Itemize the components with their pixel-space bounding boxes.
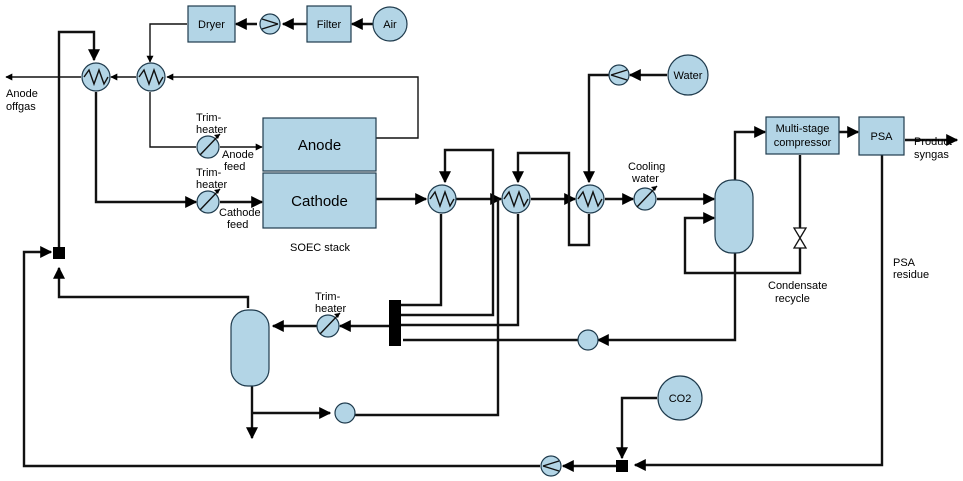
hx2-to-anode-trim-line <box>149 92 196 148</box>
separator-pump-icon <box>577 329 599 351</box>
psa-box <box>858 116 905 156</box>
product-syngas-label-line2: syngas <box>914 149 949 161</box>
hx5-loop-line <box>512 151 591 247</box>
compressor-label-line1: Multi-stage <box>776 123 830 135</box>
heat-exchanger-4-icon <box>501 184 531 214</box>
soec-stack-label: SOEC stack <box>290 242 350 254</box>
psa-residue-label-line1: PSA <box>893 257 916 269</box>
cathode-trim-heater-label-line1: Trim- <box>196 167 222 179</box>
main-mixer-node <box>53 247 65 259</box>
condensate-recycle-label-line1: Condensate <box>768 280 827 292</box>
dryer-box <box>187 5 236 43</box>
separator-to-compressor-line <box>733 126 767 180</box>
water-label: Water <box>674 70 703 82</box>
air-pump-icon <box>259 13 281 35</box>
anode-offgas-label-line1: Anode <box>6 88 38 100</box>
drum-trim-heater-label-line1: Trim- <box>315 291 341 303</box>
cathode-block <box>262 172 377 229</box>
pump-to-hx5-line <box>583 73 612 184</box>
cooler-icon <box>633 185 658 211</box>
separator-vessel <box>714 179 754 254</box>
psa-label: PSA <box>870 131 893 143</box>
anode-block <box>262 117 377 172</box>
condensate-recycle-line <box>683 212 802 275</box>
co2-mixer-node <box>616 460 628 472</box>
air-source-circle <box>372 6 408 42</box>
dryer-to-hx2-line <box>146 23 187 63</box>
compressor-label-line2: compressor <box>774 137 832 149</box>
co2-label: CO2 <box>669 393 692 405</box>
drum-bottoms-pump-icon <box>334 402 356 424</box>
anode-feed-label-line2: feed <box>224 161 245 173</box>
co2-feed-line <box>616 396 657 460</box>
cooling-water-label-line1: Cooling <box>628 161 665 173</box>
product-syngas-label-line1: Product <box>914 136 952 148</box>
anode-feed-label-line1: Anode <box>222 149 254 161</box>
water-pump-icon <box>608 64 630 86</box>
manifold-node <box>389 300 401 346</box>
cathode-trim-heater-icon <box>196 188 221 214</box>
hx3-loop-line <box>398 148 495 317</box>
heat-exchanger-1-icon <box>81 62 111 92</box>
drum-to-mixer-line <box>53 266 250 308</box>
cathode-trim-heater-label-line2: heater <box>196 179 228 191</box>
hx4-to-mixer-line <box>398 214 520 327</box>
compressor-box <box>765 116 840 155</box>
drum-trim-heater-label-line2: heater <box>315 303 347 315</box>
cathode-label: Cathode <box>291 193 348 210</box>
dryer-label: Dryer <box>198 19 225 31</box>
heat-exchanger-3-icon <box>427 184 457 214</box>
anode-trim-heater-label-line1: Trim- <box>196 112 222 124</box>
drum-trim-heater-icon <box>316 312 341 338</box>
air-label: Air <box>383 19 397 31</box>
water-source-circle <box>667 54 709 96</box>
psa-residue-line <box>633 155 884 471</box>
cathode-feed-label-line2: feed <box>227 219 248 231</box>
recycle-return-line <box>22 246 540 468</box>
filter-label: Filter <box>317 19 342 31</box>
anode-offgas-label-line2: offgas <box>6 101 36 113</box>
hx4-down-line <box>355 199 500 417</box>
flash-drum-vessel <box>230 309 270 387</box>
recycle-pump-icon <box>540 455 562 477</box>
anode-trim-heater-icon <box>196 133 221 159</box>
filter-box <box>306 5 352 43</box>
anode-label: Anode <box>298 137 341 154</box>
mixer-to-hx1-line <box>57 30 100 248</box>
hx1-to-cathode-trim-line <box>94 92 198 208</box>
flow-lines <box>5 18 959 472</box>
heat-exchanger-2-icon <box>136 62 166 92</box>
co2-source-circle <box>657 375 703 421</box>
hx3-to-manifold-line <box>398 214 443 307</box>
cooling-water-label-line2: water <box>631 173 659 185</box>
psa-residue-label-line2: residue <box>893 269 929 281</box>
anode-recycle-line <box>166 73 419 139</box>
condensate-recycle-label-line2: recycle <box>775 293 810 305</box>
condensate-valve-icon <box>792 227 808 249</box>
cathode-feed-label-line1: Cathode <box>219 207 261 219</box>
heat-exchanger-5-icon <box>575 184 605 214</box>
anode-trim-heater-label-line2: heater <box>196 124 228 136</box>
separator-bottoms-line <box>596 252 737 346</box>
